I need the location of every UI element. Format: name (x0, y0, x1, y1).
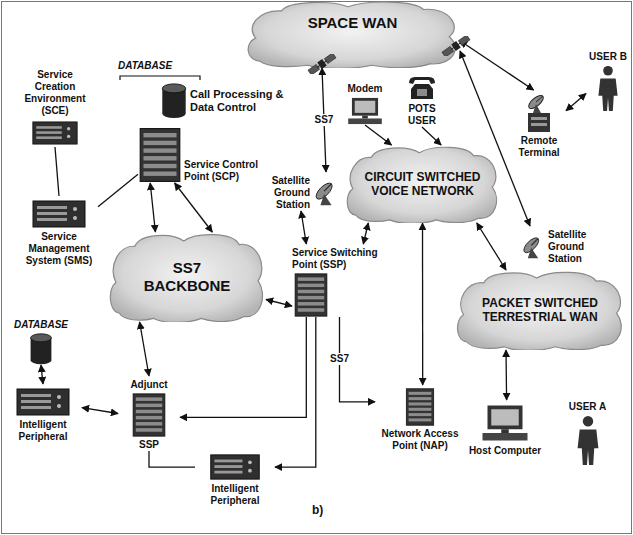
edge-label: SS7 (328, 353, 351, 365)
label-text: Intelligent Peripheral (195, 483, 275, 507)
service-box: Service Management System (SMS) (20, 196, 98, 267)
connector (422, 223, 424, 385)
free-label: DATABASE (118, 60, 172, 72)
connector (180, 317, 306, 417)
connector (149, 451, 195, 467)
switch-box: AdjunctSSP (118, 376, 180, 451)
box-icon (32, 199, 86, 229)
rack-icon (131, 393, 167, 437)
person-icon (596, 65, 620, 113)
label-text: CIRCUIT SWITCHED VOICE NETWORK (353, 170, 493, 198)
pc-icon (480, 403, 530, 443)
cloud-network: PACKET SWITCHED TERRESTRIAL WAN (455, 270, 625, 350)
service-box: Service Creation Environment (SCE) (18, 66, 92, 147)
label-text: POTS USER (400, 103, 444, 127)
box-icon (16, 387, 70, 417)
edge-label: SS7 (313, 114, 336, 126)
remote-icon (524, 93, 554, 133)
connector (301, 211, 306, 244)
label-text: SS7 BACKBONE (137, 259, 237, 295)
connector (82, 408, 118, 414)
switch-box: Service Switching Point (SSP) (292, 244, 387, 317)
connector (477, 223, 506, 270)
free-label: b) (312, 503, 323, 517)
dish-icon (520, 234, 546, 260)
label-text: Host Computer (465, 445, 545, 457)
cloud-network: SPACE WAN (245, 0, 460, 68)
user-icon: USER B (586, 48, 630, 113)
terminal-box: Remote Terminal (512, 90, 566, 159)
rack-icon (402, 388, 438, 426)
label-text: Satellite Ground Station (262, 175, 310, 211)
label-text: Remote Terminal (512, 135, 566, 159)
label-text: SSP (118, 439, 180, 451)
database-box: DATABASE (8, 316, 74, 365)
connector (505, 350, 507, 400)
phone-icon (407, 75, 437, 101)
connector (266, 300, 292, 307)
connector (422, 127, 441, 145)
dish-icon (312, 179, 340, 207)
label-text: Adjunct (118, 379, 180, 391)
label-text: USER B (586, 51, 630, 63)
host-computer: Host Computer (465, 400, 545, 457)
satellite-symbol (441, 34, 470, 58)
rack-icon (138, 127, 182, 183)
label-text: Satellite Ground Station (548, 229, 620, 265)
label-text: Call Processing & Data Control (190, 88, 285, 114)
database-box: Call Processing & Data Control (160, 80, 285, 119)
cloud-network: SS7 BACKBONE (108, 232, 266, 322)
label-text: Modem (340, 83, 390, 95)
phone-box: POTS USER (400, 72, 444, 127)
db-icon (28, 333, 54, 365)
satellite-symbol (307, 52, 336, 76)
label-text: Network Access Point (NAP) (375, 428, 465, 452)
bracket (120, 76, 200, 80)
access-point: Network Access Point (NAP) (375, 385, 465, 452)
label-text: DATABASE (8, 319, 74, 331)
label-text: Service Control Point (SCP) (184, 159, 260, 183)
connector (566, 94, 586, 111)
box-icon (32, 119, 78, 147)
connector (98, 174, 138, 207)
service-box: Service Control Point (SCP) (138, 124, 260, 183)
cloud-shape (245, 0, 460, 68)
db-icon (160, 83, 188, 119)
pc-icon (345, 97, 385, 125)
label-text: Service Switching Point (SSP) (292, 247, 387, 271)
label-text: PACKET SWITCHED TERRESTRIAL WAN (465, 296, 615, 324)
label-text: Service Management System (SMS) (20, 231, 98, 267)
connector (460, 41, 534, 90)
connector (55, 147, 59, 196)
connector (140, 322, 149, 376)
label-text: USER A (560, 401, 615, 413)
connector (275, 317, 316, 467)
modem-box: Modem (340, 80, 390, 125)
cloud-network: CIRCUIT SWITCHED VOICE NETWORK (345, 145, 500, 223)
box-icon (208, 453, 262, 481)
person-icon (575, 415, 601, 467)
ground-station: Satellite Ground Station (262, 172, 340, 211)
rack-icon (292, 273, 330, 317)
label-text: Intelligent Peripheral (4, 419, 82, 443)
label-text: SPACE WAN (308, 14, 398, 32)
connector (41, 365, 43, 384)
connector (365, 125, 392, 145)
label-text: Service Creation Environment (SCE) (18, 69, 92, 117)
user-icon: USER A (560, 398, 615, 467)
connector (150, 183, 155, 232)
connector (363, 223, 368, 244)
connector (175, 183, 213, 232)
ground-station: Satellite Ground Station (520, 226, 620, 265)
peripheral-box: Intelligent Peripheral (4, 384, 82, 443)
peripheral-box: Intelligent Peripheral (195, 450, 275, 507)
